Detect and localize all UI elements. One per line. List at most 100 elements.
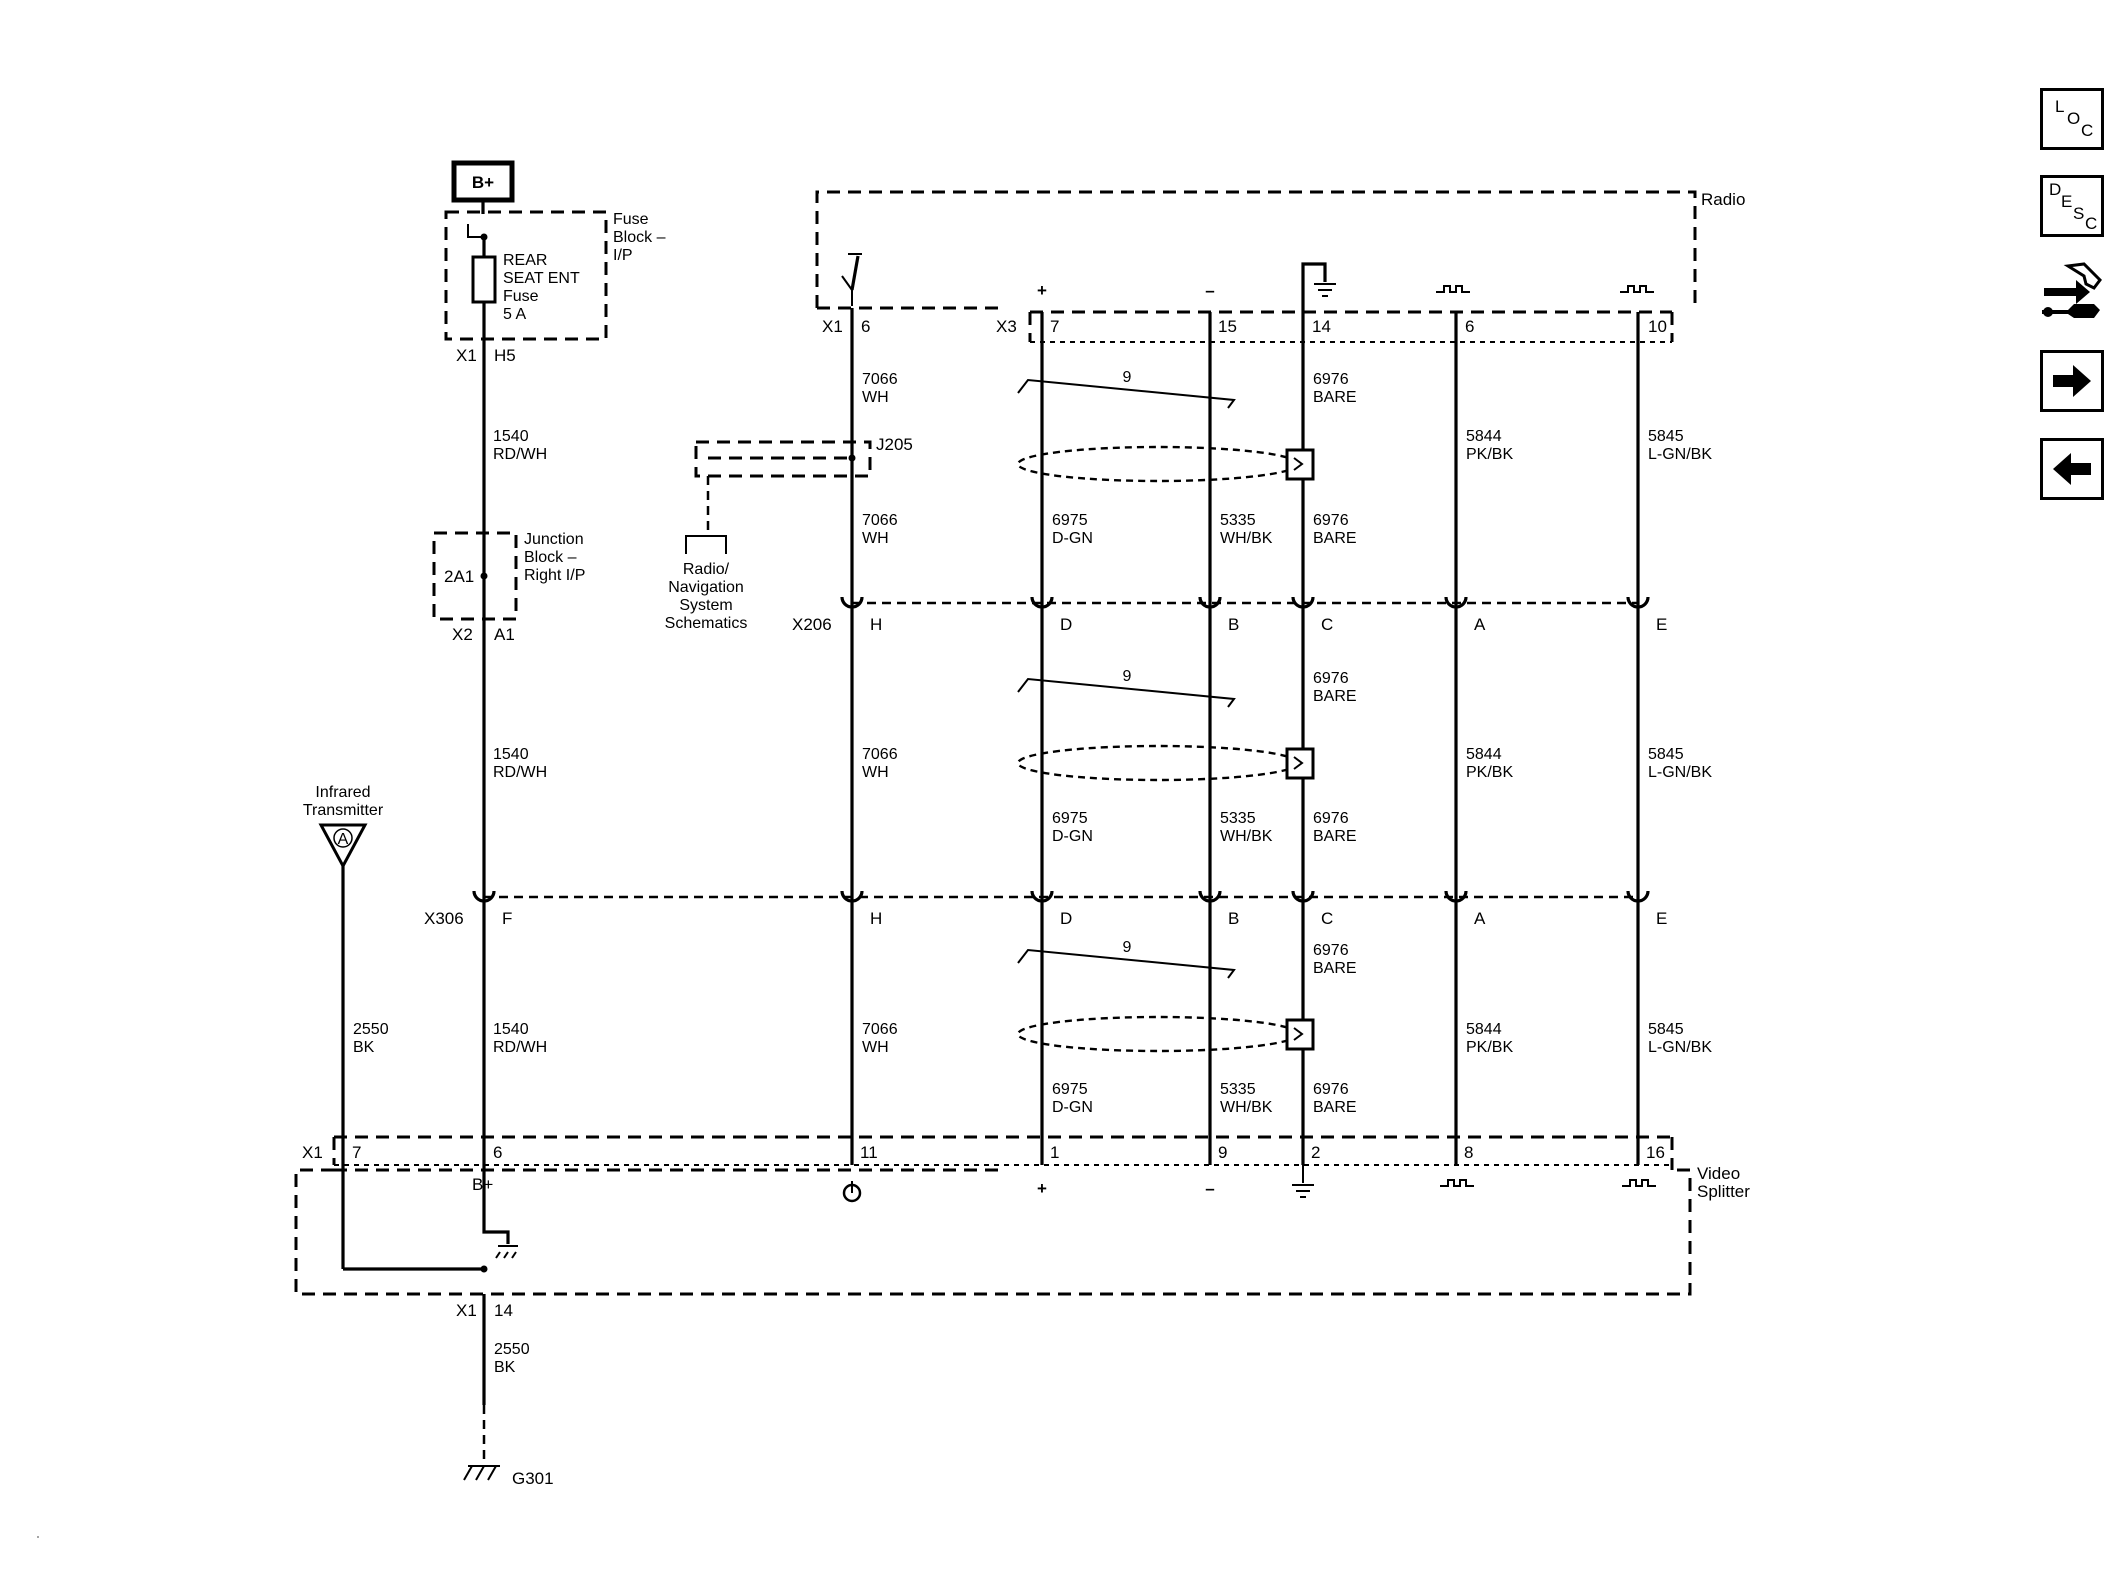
svg-text:RD/WH: RD/WH bbox=[493, 764, 547, 781]
svg-text:A: A bbox=[1474, 615, 1486, 634]
svg-text:G301: G301 bbox=[512, 1469, 554, 1488]
svg-text:5335: 5335 bbox=[1220, 810, 1256, 827]
svg-text:6: 6 bbox=[861, 317, 870, 336]
svg-text:6976: 6976 bbox=[1313, 1081, 1349, 1098]
svg-text:BARE: BARE bbox=[1313, 1099, 1357, 1116]
svg-text:Block –: Block – bbox=[613, 229, 666, 246]
svg-text:5845: 5845 bbox=[1648, 428, 1684, 445]
fuse-block: REAR SEAT ENT Fuse 5 A bbox=[444, 210, 608, 341]
svg-text:E: E bbox=[1656, 909, 1667, 928]
svg-text:B: B bbox=[1228, 909, 1239, 928]
bplus-box: B+ bbox=[451, 160, 515, 203]
svg-text:H: H bbox=[870, 615, 882, 634]
svg-text:L-GN/BK: L-GN/BK bbox=[1648, 446, 1712, 463]
location-button[interactable]: L O C bbox=[2040, 88, 2104, 150]
svg-text:X1: X1 bbox=[302, 1143, 323, 1162]
svg-text:A: A bbox=[1474, 909, 1486, 928]
svg-text:6: 6 bbox=[493, 1143, 502, 1162]
svg-text:5335: 5335 bbox=[1220, 512, 1256, 529]
desc-letter: S bbox=[2073, 204, 2085, 223]
svg-text:B+: B+ bbox=[472, 173, 494, 192]
svg-text:6975: 6975 bbox=[1052, 512, 1088, 529]
svg-text:D: D bbox=[1060, 909, 1072, 928]
svg-text:16: 16 bbox=[1646, 1143, 1665, 1162]
svg-text:WH/BK: WH/BK bbox=[1220, 530, 1273, 547]
svg-text:L-GN/BK: L-GN/BK bbox=[1648, 764, 1712, 781]
svg-text:1540: 1540 bbox=[493, 428, 529, 445]
svg-text:6975: 6975 bbox=[1052, 1081, 1088, 1098]
svg-text:Video: Video bbox=[1697, 1164, 1740, 1183]
svg-text:5845: 5845 bbox=[1648, 1021, 1684, 1038]
svg-text:BARE: BARE bbox=[1313, 389, 1357, 406]
svg-text:9: 9 bbox=[1123, 369, 1132, 386]
junction-block: 2A1 bbox=[432, 531, 518, 621]
svg-text:2: 2 bbox=[1311, 1143, 1320, 1162]
svg-text:6976: 6976 bbox=[1313, 670, 1349, 687]
description-button[interactable]: D E S C bbox=[2040, 175, 2104, 237]
svg-text:14: 14 bbox=[1312, 317, 1331, 336]
twisted-pair-shield: 9 bbox=[1016, 369, 1315, 483]
svg-text:2A1: 2A1 bbox=[444, 567, 474, 586]
previous-page-button[interactable] bbox=[2040, 438, 2104, 500]
svg-text:RD/WH: RD/WH bbox=[493, 446, 547, 463]
svg-text:PK/BK: PK/BK bbox=[1466, 764, 1513, 781]
svg-text:5844: 5844 bbox=[1466, 746, 1502, 763]
connector-diagnostic-icon[interactable] bbox=[2038, 258, 2106, 330]
arrow-left-icon bbox=[2053, 453, 2091, 485]
svg-text:7: 7 bbox=[352, 1143, 361, 1162]
next-page-button[interactable] bbox=[2040, 350, 2104, 412]
svg-text:6976: 6976 bbox=[1313, 810, 1349, 827]
loc-letter: L bbox=[2055, 97, 2065, 116]
svg-text:F: F bbox=[502, 909, 512, 928]
loc-letter: C bbox=[2081, 121, 2094, 140]
svg-text:System: System bbox=[679, 597, 732, 614]
svg-text:WH/BK: WH/BK bbox=[1220, 1099, 1273, 1116]
svg-text:BARE: BARE bbox=[1313, 530, 1357, 547]
svg-text:WH: WH bbox=[862, 764, 889, 781]
svg-text:RD/WH: RD/WH bbox=[493, 1039, 547, 1056]
svg-text:BARE: BARE bbox=[1313, 688, 1357, 705]
svg-text:PK/BK: PK/BK bbox=[1466, 1039, 1513, 1056]
svg-text:2550: 2550 bbox=[494, 1341, 530, 1358]
desc-letter: C bbox=[2085, 214, 2098, 233]
svg-text:6976: 6976 bbox=[1313, 512, 1349, 529]
svg-text:SEAT ENT: SEAT ENT bbox=[503, 270, 580, 287]
svg-text:Navigation: Navigation bbox=[668, 579, 744, 596]
svg-text:BK: BK bbox=[353, 1039, 375, 1056]
svg-text:Fuse: Fuse bbox=[503, 288, 539, 305]
svg-text:BARE: BARE bbox=[1313, 828, 1357, 845]
j205-splice bbox=[685, 440, 872, 554]
svg-text:5335: 5335 bbox=[1220, 1081, 1256, 1098]
svg-text:Radio/: Radio/ bbox=[683, 561, 730, 578]
svg-text:5 A: 5 A bbox=[503, 306, 526, 323]
svg-text:X306: X306 bbox=[424, 909, 464, 928]
svg-text:WH: WH bbox=[862, 530, 889, 547]
svg-text:Block –: Block – bbox=[524, 549, 577, 566]
svg-text:Radio: Radio bbox=[1701, 190, 1745, 209]
svg-text:WH: WH bbox=[862, 1039, 889, 1056]
svg-text:C: C bbox=[1321, 909, 1333, 928]
svg-text:REAR: REAR bbox=[503, 252, 547, 269]
svg-text:WH: WH bbox=[862, 389, 889, 406]
svg-text:1: 1 bbox=[1050, 1143, 1059, 1162]
svg-text:14: 14 bbox=[494, 1301, 513, 1320]
svg-text:6: 6 bbox=[1465, 317, 1474, 336]
svg-text:7: 7 bbox=[1050, 317, 1059, 336]
svg-text:X1: X1 bbox=[456, 1301, 477, 1320]
svg-text:10: 10 bbox=[1648, 317, 1667, 336]
twisted-pair-shield: 9 bbox=[1016, 939, 1315, 1053]
svg-text:B+: B+ bbox=[472, 1175, 493, 1194]
svg-text:PK/BK: PK/BK bbox=[1466, 446, 1513, 463]
svg-text:B: B bbox=[1228, 615, 1239, 634]
svg-text:Schematics: Schematics bbox=[665, 615, 748, 632]
video-splitter: + – bbox=[294, 1135, 1692, 1296]
svg-text:Splitter: Splitter bbox=[1697, 1182, 1750, 1201]
svg-text:D-GN: D-GN bbox=[1052, 1099, 1093, 1116]
svg-text:D: D bbox=[1060, 615, 1072, 634]
svg-text:–: – bbox=[1205, 1179, 1214, 1198]
inline-connector-x206 bbox=[840, 596, 1650, 609]
svg-text:9: 9 bbox=[1123, 668, 1132, 685]
svg-text:2550: 2550 bbox=[353, 1021, 389, 1038]
svg-text:5844: 5844 bbox=[1466, 1021, 1502, 1038]
